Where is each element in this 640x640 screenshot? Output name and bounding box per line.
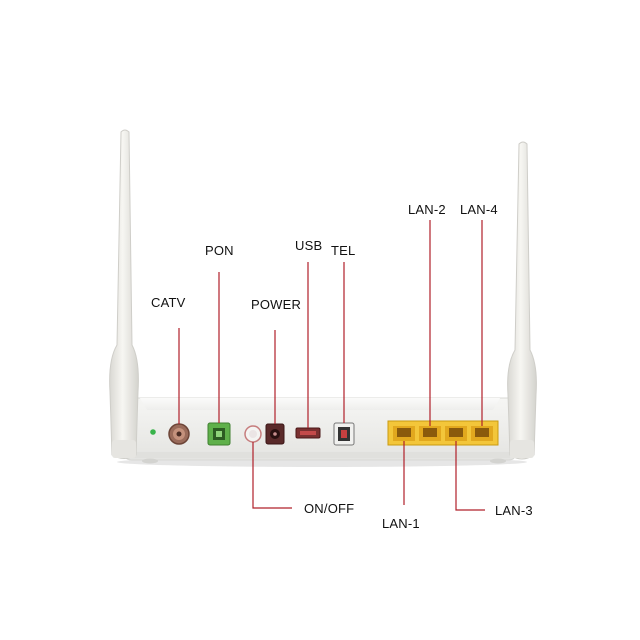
lan4-label: LAN-4 bbox=[460, 202, 498, 217]
right-antenna bbox=[507, 141, 537, 460]
lan1-label: LAN-1 bbox=[382, 516, 420, 531]
lan-port-1 bbox=[393, 426, 415, 441]
on-off-leader bbox=[252, 442, 292, 509]
on-off-label: ON/OFF bbox=[304, 501, 355, 516]
lan-port-3 bbox=[445, 426, 467, 441]
on-off-button bbox=[244, 425, 262, 443]
power-label: POWER bbox=[251, 297, 302, 312]
lan2-label: LAN-2 bbox=[408, 202, 446, 217]
leader-lines bbox=[178, 220, 485, 511]
pon-label: PON bbox=[205, 243, 234, 258]
lan3-label: LAN-3 bbox=[495, 503, 533, 518]
catv-label: CATV bbox=[151, 295, 186, 310]
status-led bbox=[150, 429, 156, 435]
tel-label: TEL bbox=[331, 243, 356, 258]
catv-port bbox=[168, 423, 190, 445]
usb-label: USB bbox=[295, 238, 323, 253]
usb-port bbox=[295, 427, 321, 439]
pon-port bbox=[207, 422, 231, 446]
lan-port-2 bbox=[419, 426, 441, 441]
lan3-leader bbox=[455, 441, 485, 511]
power-jack bbox=[265, 423, 285, 445]
tel-port bbox=[333, 422, 355, 446]
left-antenna bbox=[109, 129, 139, 459]
lan-port-4 bbox=[471, 426, 493, 441]
lan-port-block bbox=[387, 420, 499, 446]
